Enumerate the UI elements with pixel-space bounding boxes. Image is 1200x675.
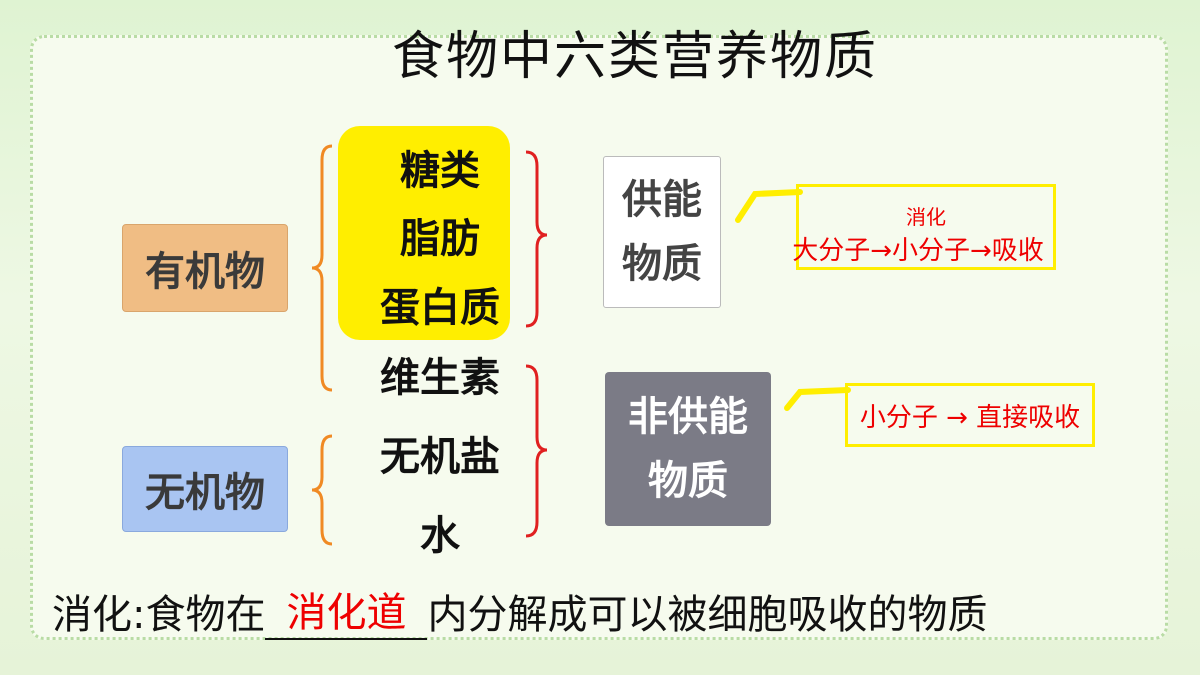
nutrient-fat: 脂肪 xyxy=(400,216,480,262)
organic-bracket xyxy=(311,144,333,392)
definition-suffix: 内分解成可以被细胞吸收的物质 xyxy=(427,592,988,638)
energy-callout-line xyxy=(735,189,803,223)
nonenergy-box-line2: 物质 xyxy=(648,458,728,504)
nonenergy-callout-line xyxy=(784,387,851,411)
inorganic-bracket xyxy=(311,434,333,546)
nutrient-vitamin: 维生素 xyxy=(380,355,500,401)
energy-bracket xyxy=(525,150,548,328)
energy-substance-box: 供能 物质 xyxy=(603,156,721,308)
nonenergy-absorption-note: 小分子 → 直接吸收 xyxy=(845,383,1095,447)
digestion-definition: 消化:食物在 消化道 内分解成可以被细胞吸收的物质 xyxy=(52,582,987,640)
nonenergy-box-line1: 非供能 xyxy=(628,394,748,440)
definition-blank: 消化道 xyxy=(265,590,428,640)
definition-prefix: 消化:食物在 xyxy=(52,592,266,638)
note-digestion-label: 消化 xyxy=(906,205,946,229)
note-digestion-process: 大分子→小分子→吸收 xyxy=(792,236,1044,266)
energy-digestion-note: 消化 大分子→小分子→吸收 xyxy=(792,184,1056,270)
nonenergy-substance-box: 非供能 物质 xyxy=(605,372,771,526)
nutrient-protein: 蛋白质 xyxy=(380,285,500,331)
definition-answer: 消化道 xyxy=(286,590,407,636)
content-frame xyxy=(30,35,1168,640)
energy-box-line2: 物质 xyxy=(622,241,702,287)
nutrient-sugar: 糖类 xyxy=(400,148,480,194)
energy-box-line1: 供能 xyxy=(622,177,702,223)
page-title: 食物中六类营养物质 xyxy=(391,27,878,87)
nutrient-water: 水 xyxy=(420,513,460,559)
nonenergy-bracket xyxy=(525,364,548,538)
organic-box: 有机物 xyxy=(122,224,288,312)
energy-nutrients-highlight xyxy=(338,126,510,340)
nutrient-mineral: 无机盐 xyxy=(380,434,500,480)
inorganic-box: 无机物 xyxy=(122,446,288,532)
